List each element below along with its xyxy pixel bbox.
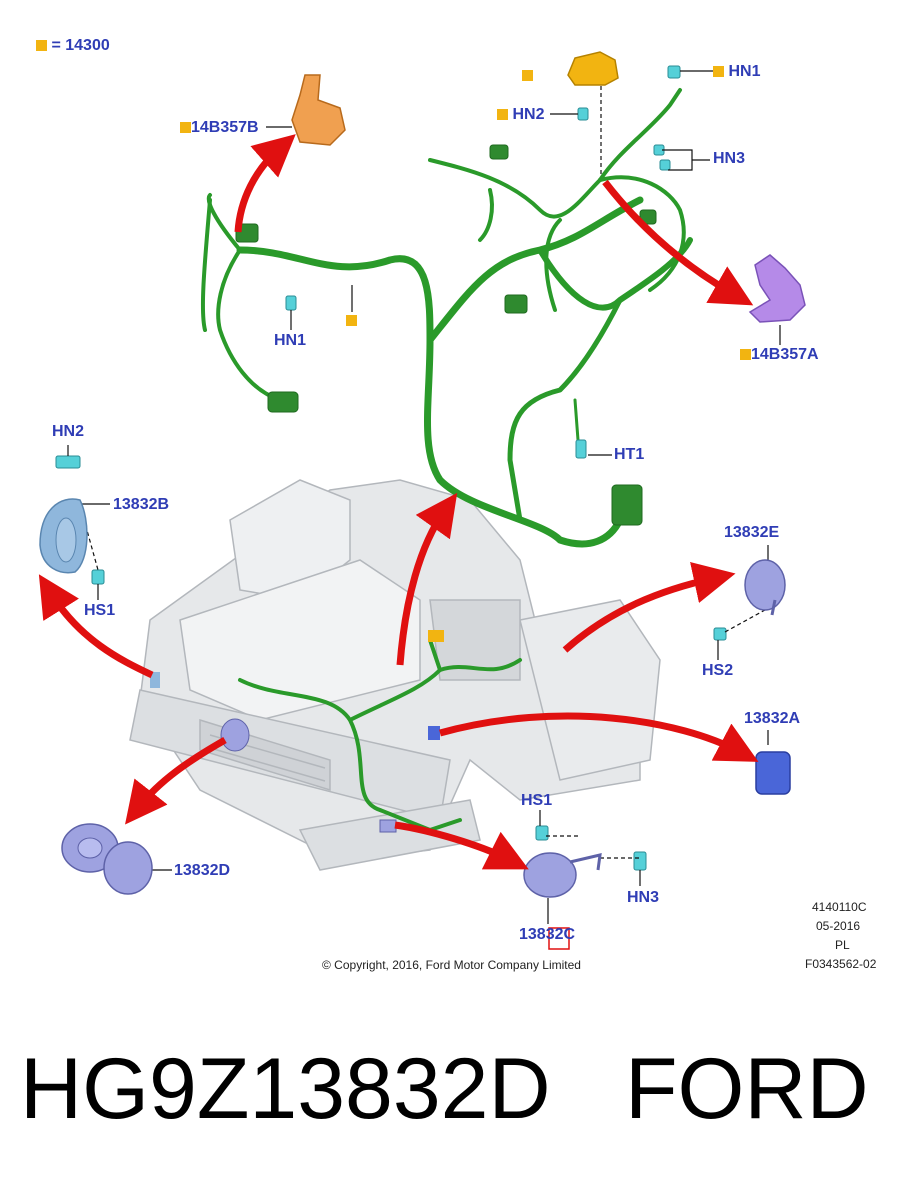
legend-text: = 14300 (51, 37, 110, 54)
callout-hn2-top: HN2 (497, 106, 544, 124)
horn-13832E (744, 559, 786, 616)
horn-13832C (523, 852, 602, 898)
square-icon (180, 122, 191, 133)
copyright: © Copyright, 2016, Ford Motor Company Li… (322, 958, 581, 972)
component-14B357B (291, 74, 346, 146)
horn-13832A (755, 751, 791, 795)
highlight-box (548, 927, 570, 950)
callout-13832E: 13832E (724, 524, 780, 541)
mounted-horns (150, 630, 444, 833)
drawing-lang: PL (835, 938, 850, 952)
square-icon (740, 349, 751, 360)
part-number: HG9Z13832D (20, 1041, 551, 1137)
drawing-date: 05-2016 (816, 919, 861, 933)
callout-hn2-left: HN2 (52, 423, 85, 440)
main-wiring-harness (200, 88, 693, 548)
component-14300-cap (567, 51, 619, 86)
callout-14B357B: 14B357B (180, 119, 259, 137)
callout-hs1-left: HS1 (84, 602, 116, 619)
leader-lines (67, 58, 781, 924)
square-icon (497, 109, 508, 120)
horn-13832B (39, 498, 88, 574)
callout-13832D: 13832D (174, 862, 231, 879)
component-14B357A (748, 254, 806, 323)
brand-name: FORD (625, 1041, 869, 1137)
square-icon (713, 66, 724, 77)
callout-14300-marker (522, 67, 533, 85)
callout-hs1-bottom: HS1 (521, 792, 553, 809)
square-icon (346, 315, 357, 326)
callout-hn3-bottom: HN3 (627, 889, 660, 906)
harness-connectors (235, 144, 657, 526)
callout-hs2: HS2 (702, 662, 734, 679)
drawing-number: 4140110C (812, 900, 867, 914)
drawing-ref: F0343562-02 (805, 957, 877, 971)
location-arrows (38, 134, 759, 870)
callout-14300-marker-harness (346, 312, 357, 330)
callout-14B357A: 14B357A (740, 346, 819, 364)
legend-square-icon (36, 40, 47, 51)
callout-13832C: 13832C (519, 926, 576, 943)
front-body-structure (129, 479, 661, 871)
callout-13832B: 13832B (113, 496, 170, 513)
wiring-diagram (38, 51, 806, 950)
part-caption: HG9Z13832D FORD (0, 1040, 912, 1180)
callout-ht1: HT1 (614, 446, 645, 463)
callout-hn1-top: HN1 (713, 63, 760, 81)
horn-13832D (61, 823, 153, 895)
callout-hn1-left: HN1 (274, 332, 307, 349)
callout-hn3-top: HN3 (713, 150, 746, 167)
square-icon (522, 70, 533, 81)
callout-13832A: 13832A (744, 710, 801, 727)
clips (55, 65, 727, 871)
legend: = 14300 (36, 37, 110, 55)
